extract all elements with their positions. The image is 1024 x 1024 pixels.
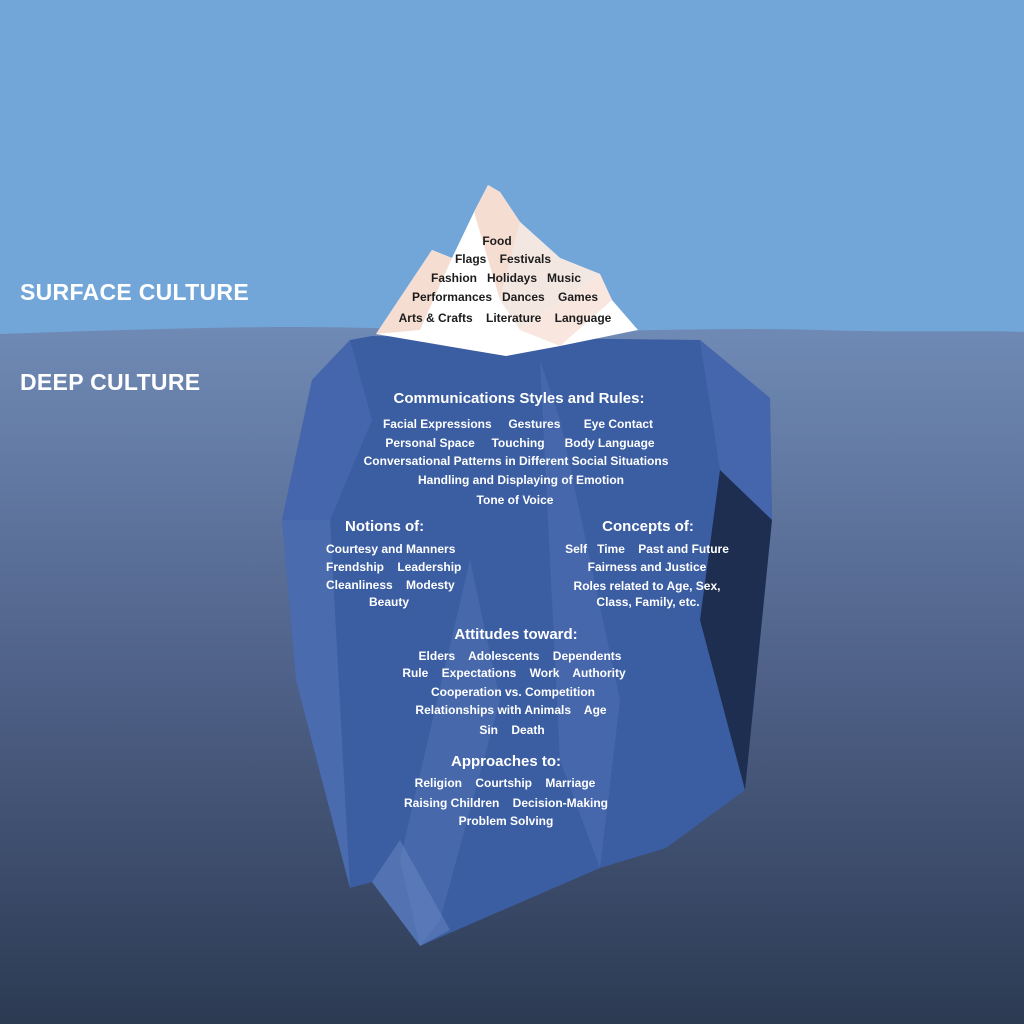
tip-line: Arts & Crafts Literature Language [398,311,612,325]
attitudes-line: Cooperation vs. Competition [430,685,596,699]
notions-line: Beauty [369,595,410,609]
surface-culture-label: SURFACE CULTURE [20,279,249,305]
iceberg-tip [376,185,638,356]
approaches-line: Raising Children Decision-Making [403,796,609,810]
approaches-title: Approaches to: [450,753,562,770]
attitudes-line: Relationships with Animals Age [415,703,607,717]
tip-line: Food [482,234,512,248]
attitudes-title: Attitudes toward: [454,626,578,643]
notions-title: Notions of: [345,518,425,535]
concepts-line: Self Time Past and Future [565,542,729,556]
communication-line: Tone of Voice [476,493,554,507]
attitudes-line: Rule Expectations Work Authority [402,666,626,680]
approaches-line: Religion Courtship Marriage [414,776,596,790]
communication-line: Personal Space Touching Body Language [385,436,655,450]
notions-line: Frendship Leadership [326,560,462,574]
attitudes-line: Elders Adolescents Dependents [418,649,622,663]
tip-line: Fashion Holidays Music [430,271,582,285]
concepts-line: Roles related to Age, Sex, [573,579,721,593]
approaches-line: Problem Solving [458,814,554,828]
tip-line: Flags Festivals [454,252,552,266]
concepts-title: Concepts of: [602,518,694,535]
deep-culture-label: DEEP CULTURE [20,369,201,395]
tip-line: Performances Dances Games [411,290,599,304]
concepts-line: Class, Family, etc. [596,595,700,609]
concepts-line: Fairness and Justice [587,560,707,574]
communication-line: Conversational Patterns in Different Soc… [363,454,669,468]
underwater-iceberg [282,336,772,946]
notions-line: Cleanliness Modesty [326,578,455,592]
communication-line: Handling and Displaying of Emotion [418,473,624,487]
communication-title: Communications Styles and Rules: [393,390,645,407]
communication-line: Facial Expressions Gestures Eye Contact [382,417,654,431]
notions-line: Courtesy and Manners [326,542,456,556]
attitudes-line: Sin Death [479,723,545,737]
